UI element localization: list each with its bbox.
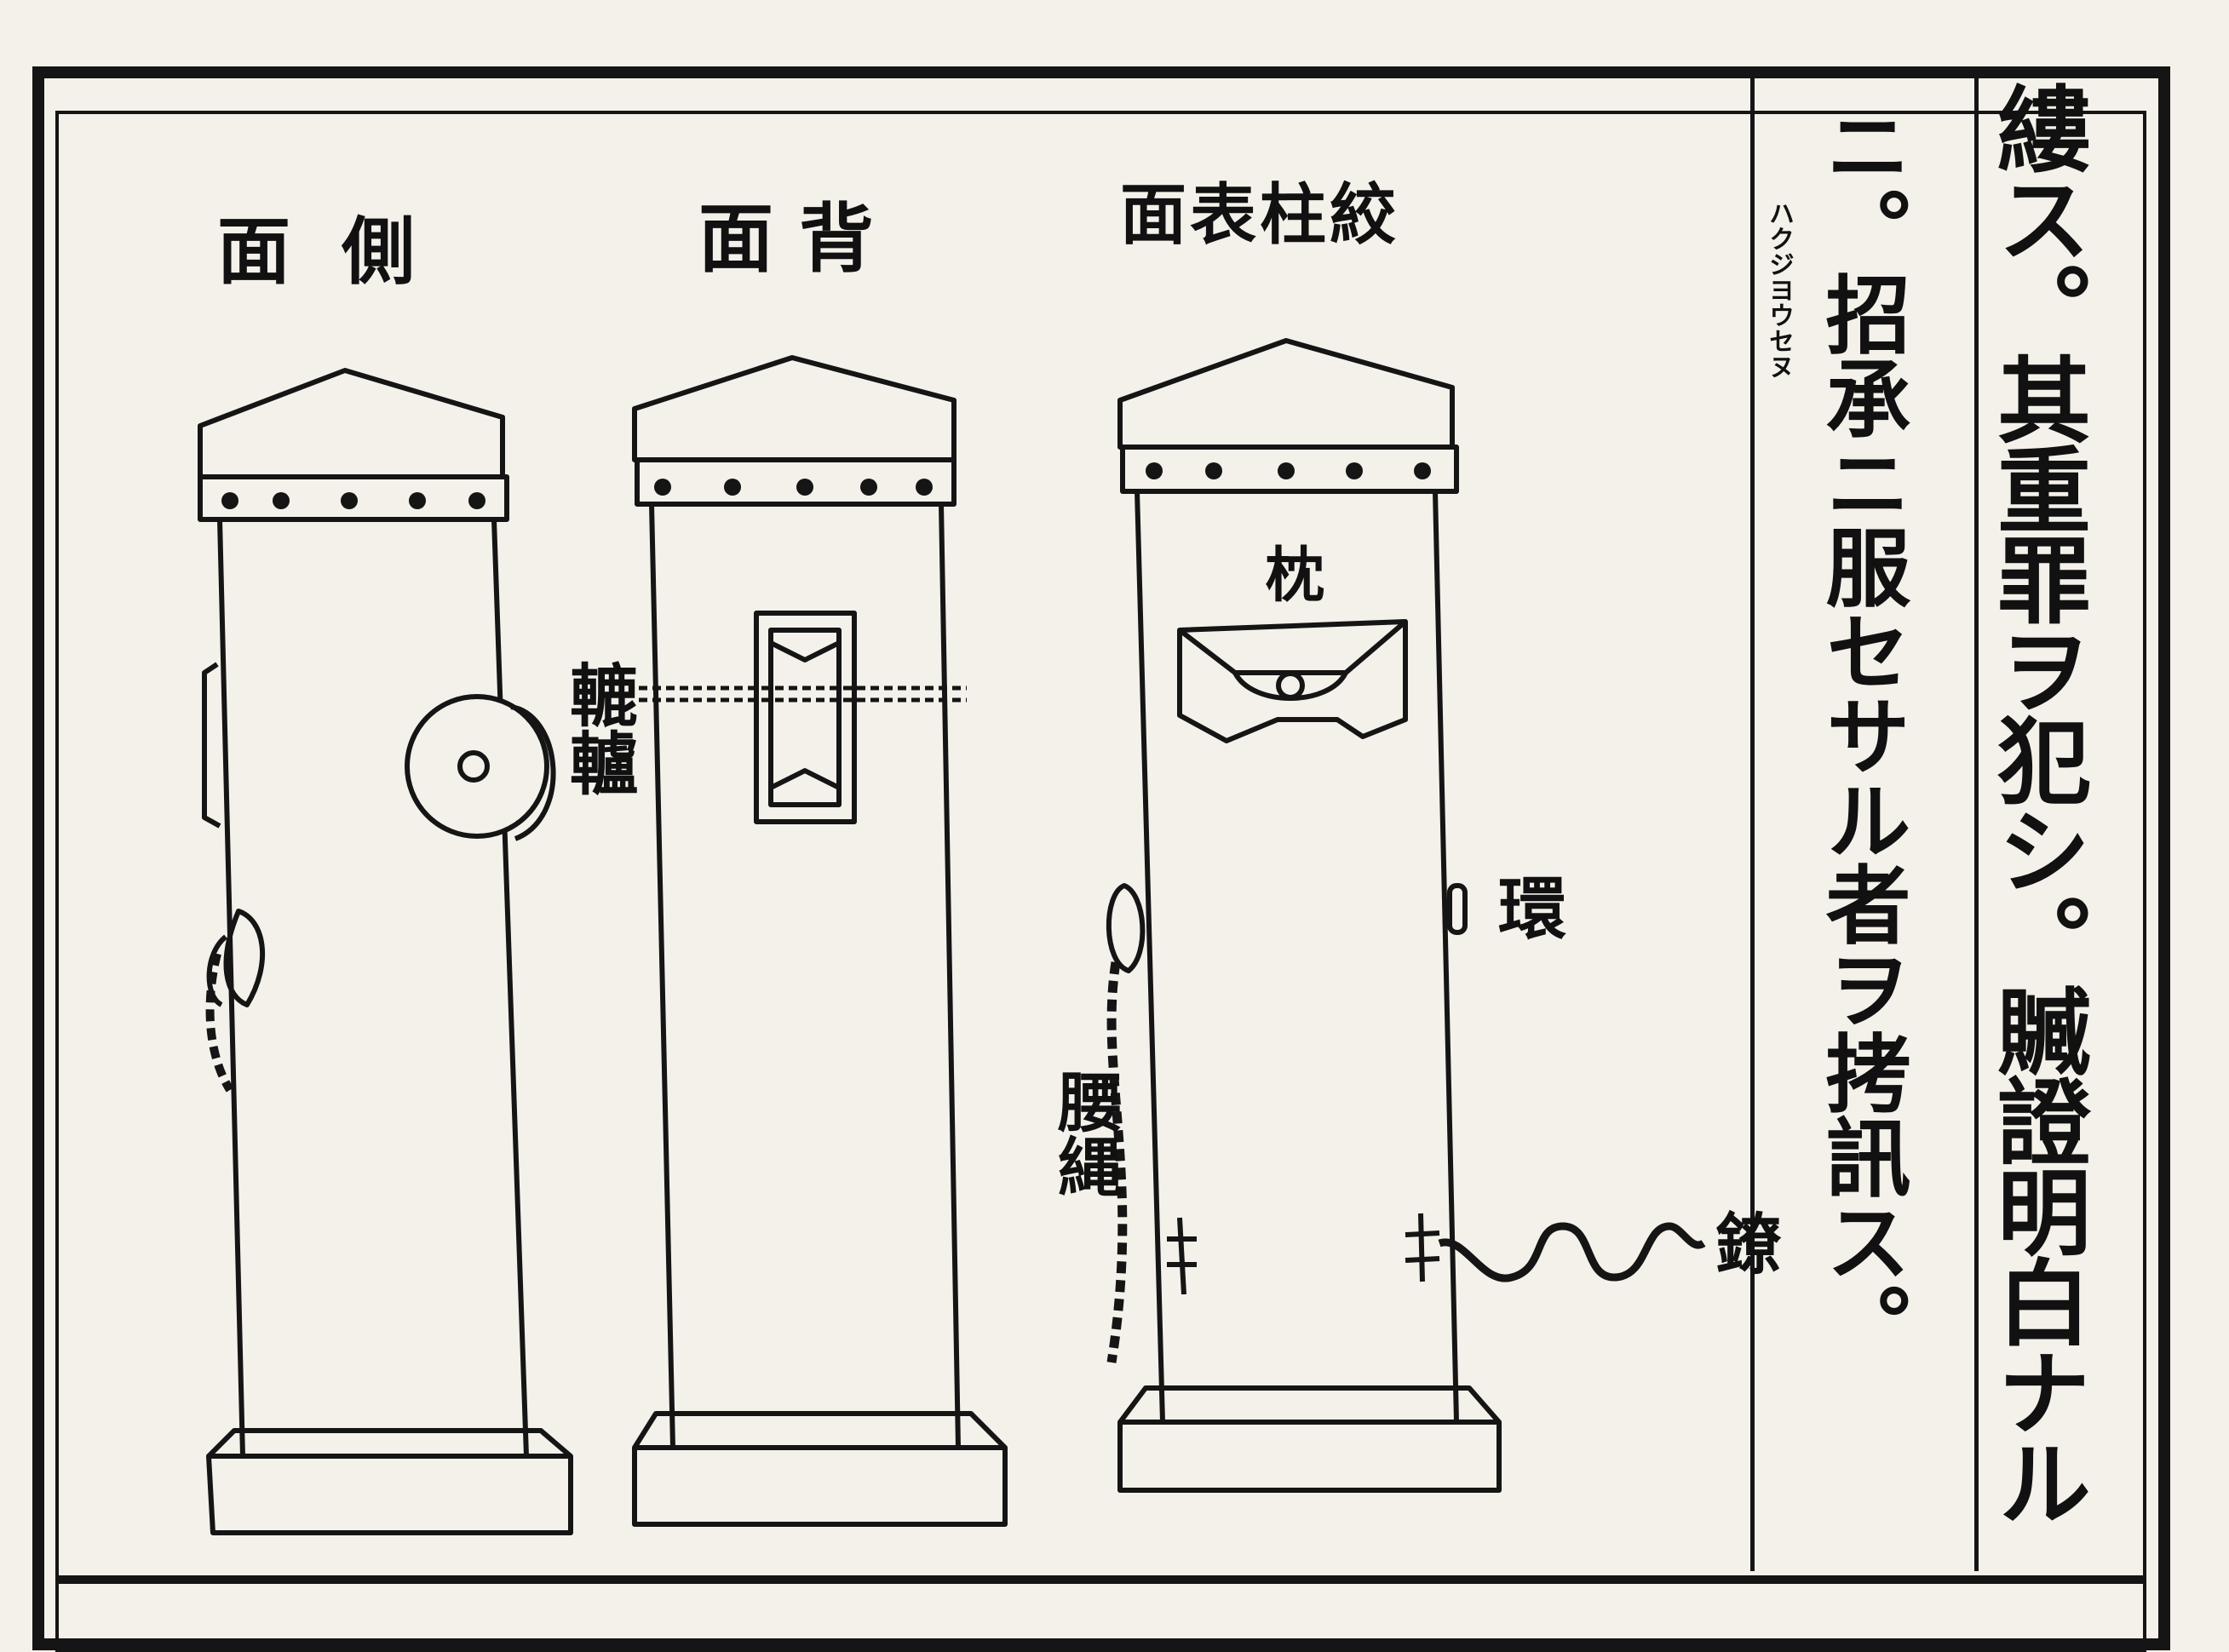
column-divider-left bbox=[1750, 72, 1755, 1571]
heading-side: 側面 bbox=[217, 209, 466, 295]
label-pillow: 枕 bbox=[1255, 543, 1326, 603]
text-column-2-gloss: ハクジヨウセヌ bbox=[1764, 200, 1794, 379]
text-column-2: ニ。招承ニ服セサル者ヲ拷訊ス。 bbox=[1811, 102, 1911, 1367]
text-column-1: 縷ス。其重罪ヲ犯シ。贓證明白ナル bbox=[1981, 81, 2091, 1525]
back-view-pillar bbox=[632, 355, 1008, 1527]
label-pulley: 轆轤 bbox=[559, 660, 639, 796]
heading-back: 背面 bbox=[698, 194, 900, 283]
side-view-pillar bbox=[198, 368, 573, 1535]
heading-front: 絞柱表面 bbox=[1120, 176, 1400, 254]
front-view-pillar bbox=[1106, 338, 1706, 1493]
label-rope: 腰縄 bbox=[1047, 1069, 1123, 1198]
label-ring: 環 bbox=[1487, 873, 1567, 941]
bottom-rule bbox=[55, 1575, 2146, 1584]
label-chain: 鐐 bbox=[1704, 1209, 1782, 1276]
column-divider-right bbox=[1974, 72, 1979, 1571]
